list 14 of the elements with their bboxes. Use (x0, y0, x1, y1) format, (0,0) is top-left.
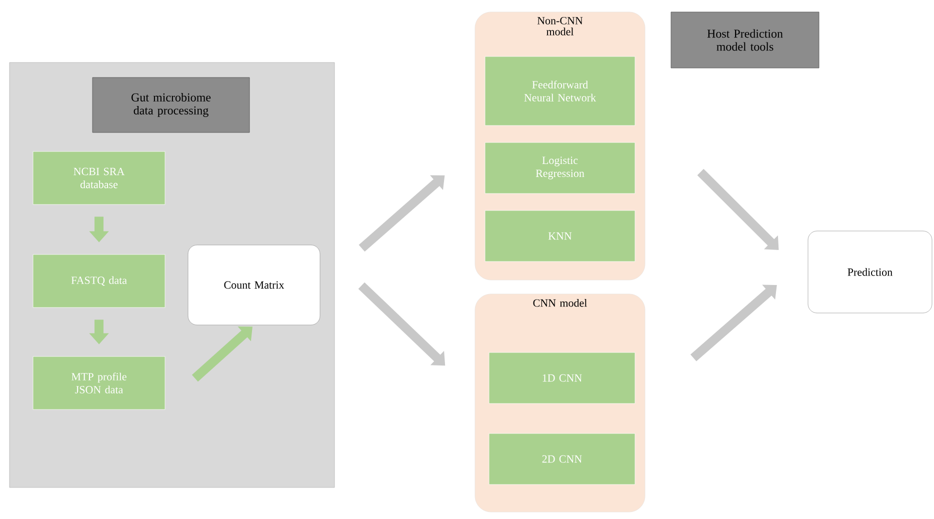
process-box: MTP profile JSON data (32, 356, 166, 410)
process-box: KNN (484, 210, 636, 262)
heading-box: Gut microbiome data processing (92, 77, 250, 133)
process-box: 1D CNN (488, 352, 636, 404)
block-arrow (690, 284, 777, 362)
result-box: Prediction (808, 230, 932, 314)
heading-box: Host Prediction model tools (670, 12, 820, 68)
block-arrow (192, 326, 252, 382)
process-box: 2D CNN (488, 433, 636, 485)
result-box: Count Matrix (188, 244, 320, 326)
process-box: Logistic Regression (484, 142, 636, 194)
process-box: FASTQ data (32, 254, 166, 308)
process-box: Feedforward Neural Network (484, 56, 636, 126)
process-box: NCBI SRA database (32, 151, 166, 205)
